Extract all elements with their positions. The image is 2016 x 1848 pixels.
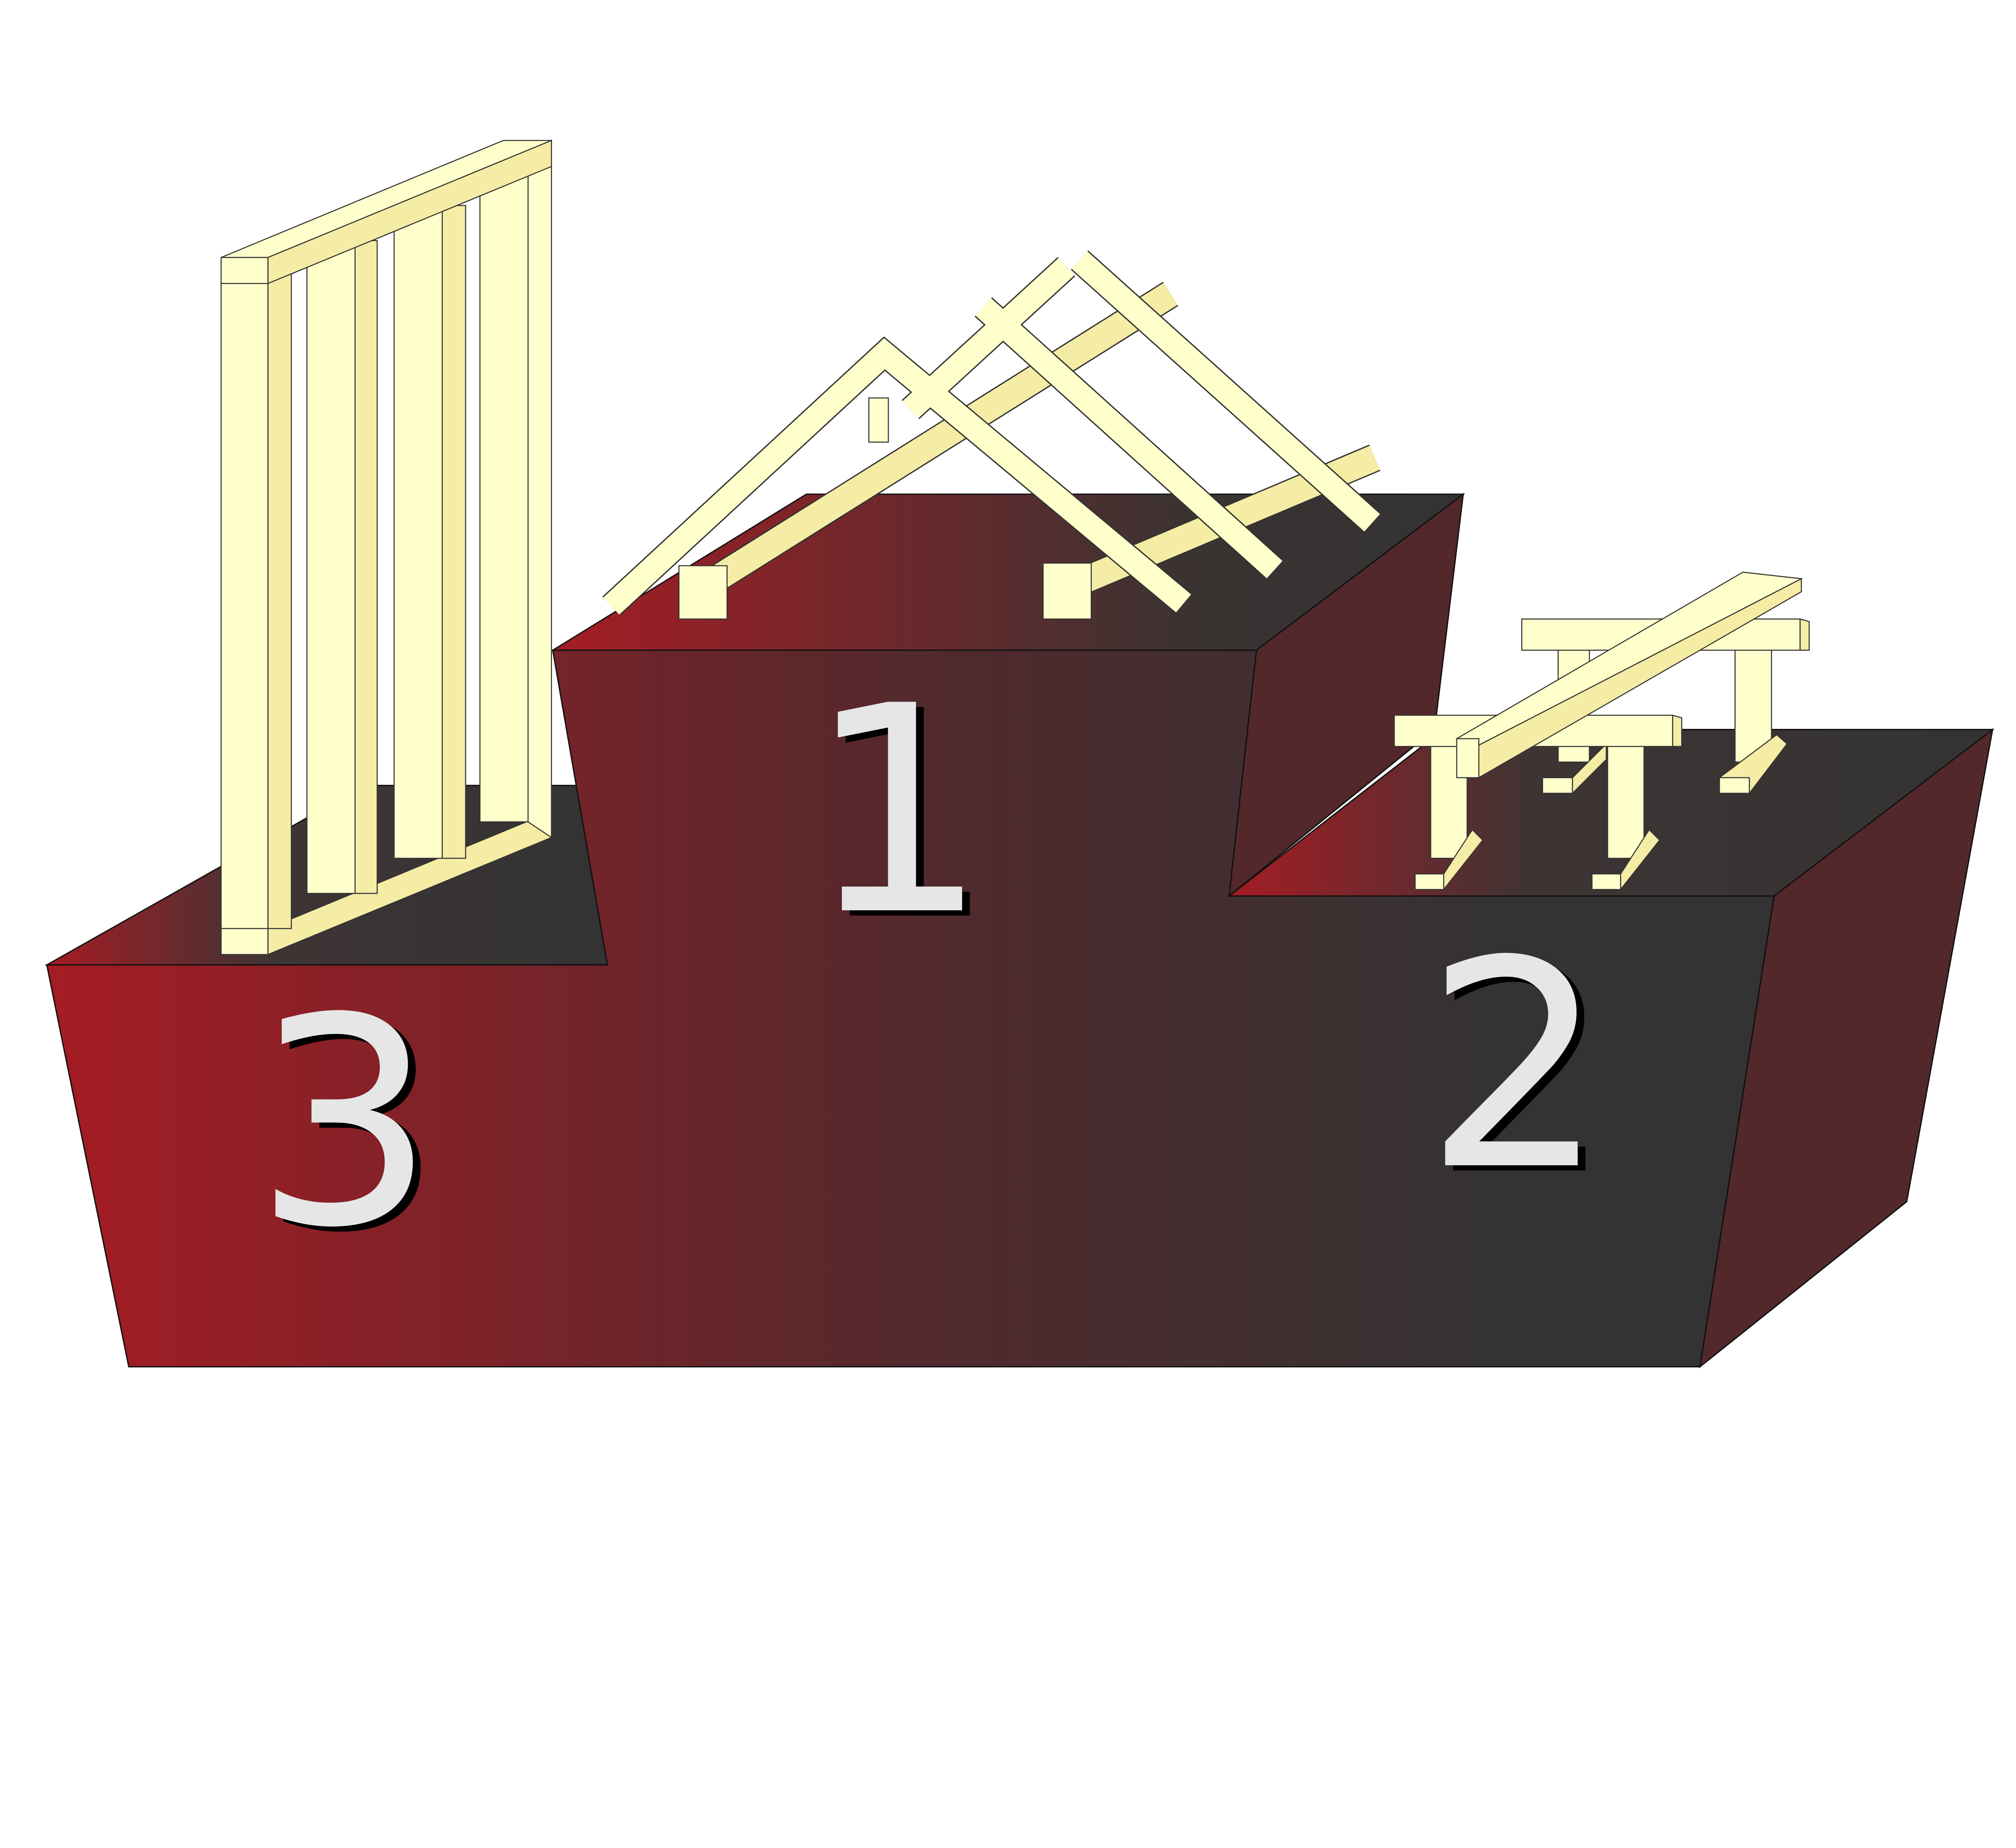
- place-3-label: 3: [254, 957, 436, 1290]
- podium-illustration: 1 2 3: [44, 139, 1995, 1369]
- place-1-label: 1: [806, 645, 989, 978]
- sawhorses-with-plank: [1393, 572, 1810, 891]
- roof-trusses: [602, 250, 1381, 620]
- place-2-label: 2: [1424, 900, 1606, 1233]
- wall-frame: [221, 139, 552, 955]
- podium-front: [46, 649, 1775, 1367]
